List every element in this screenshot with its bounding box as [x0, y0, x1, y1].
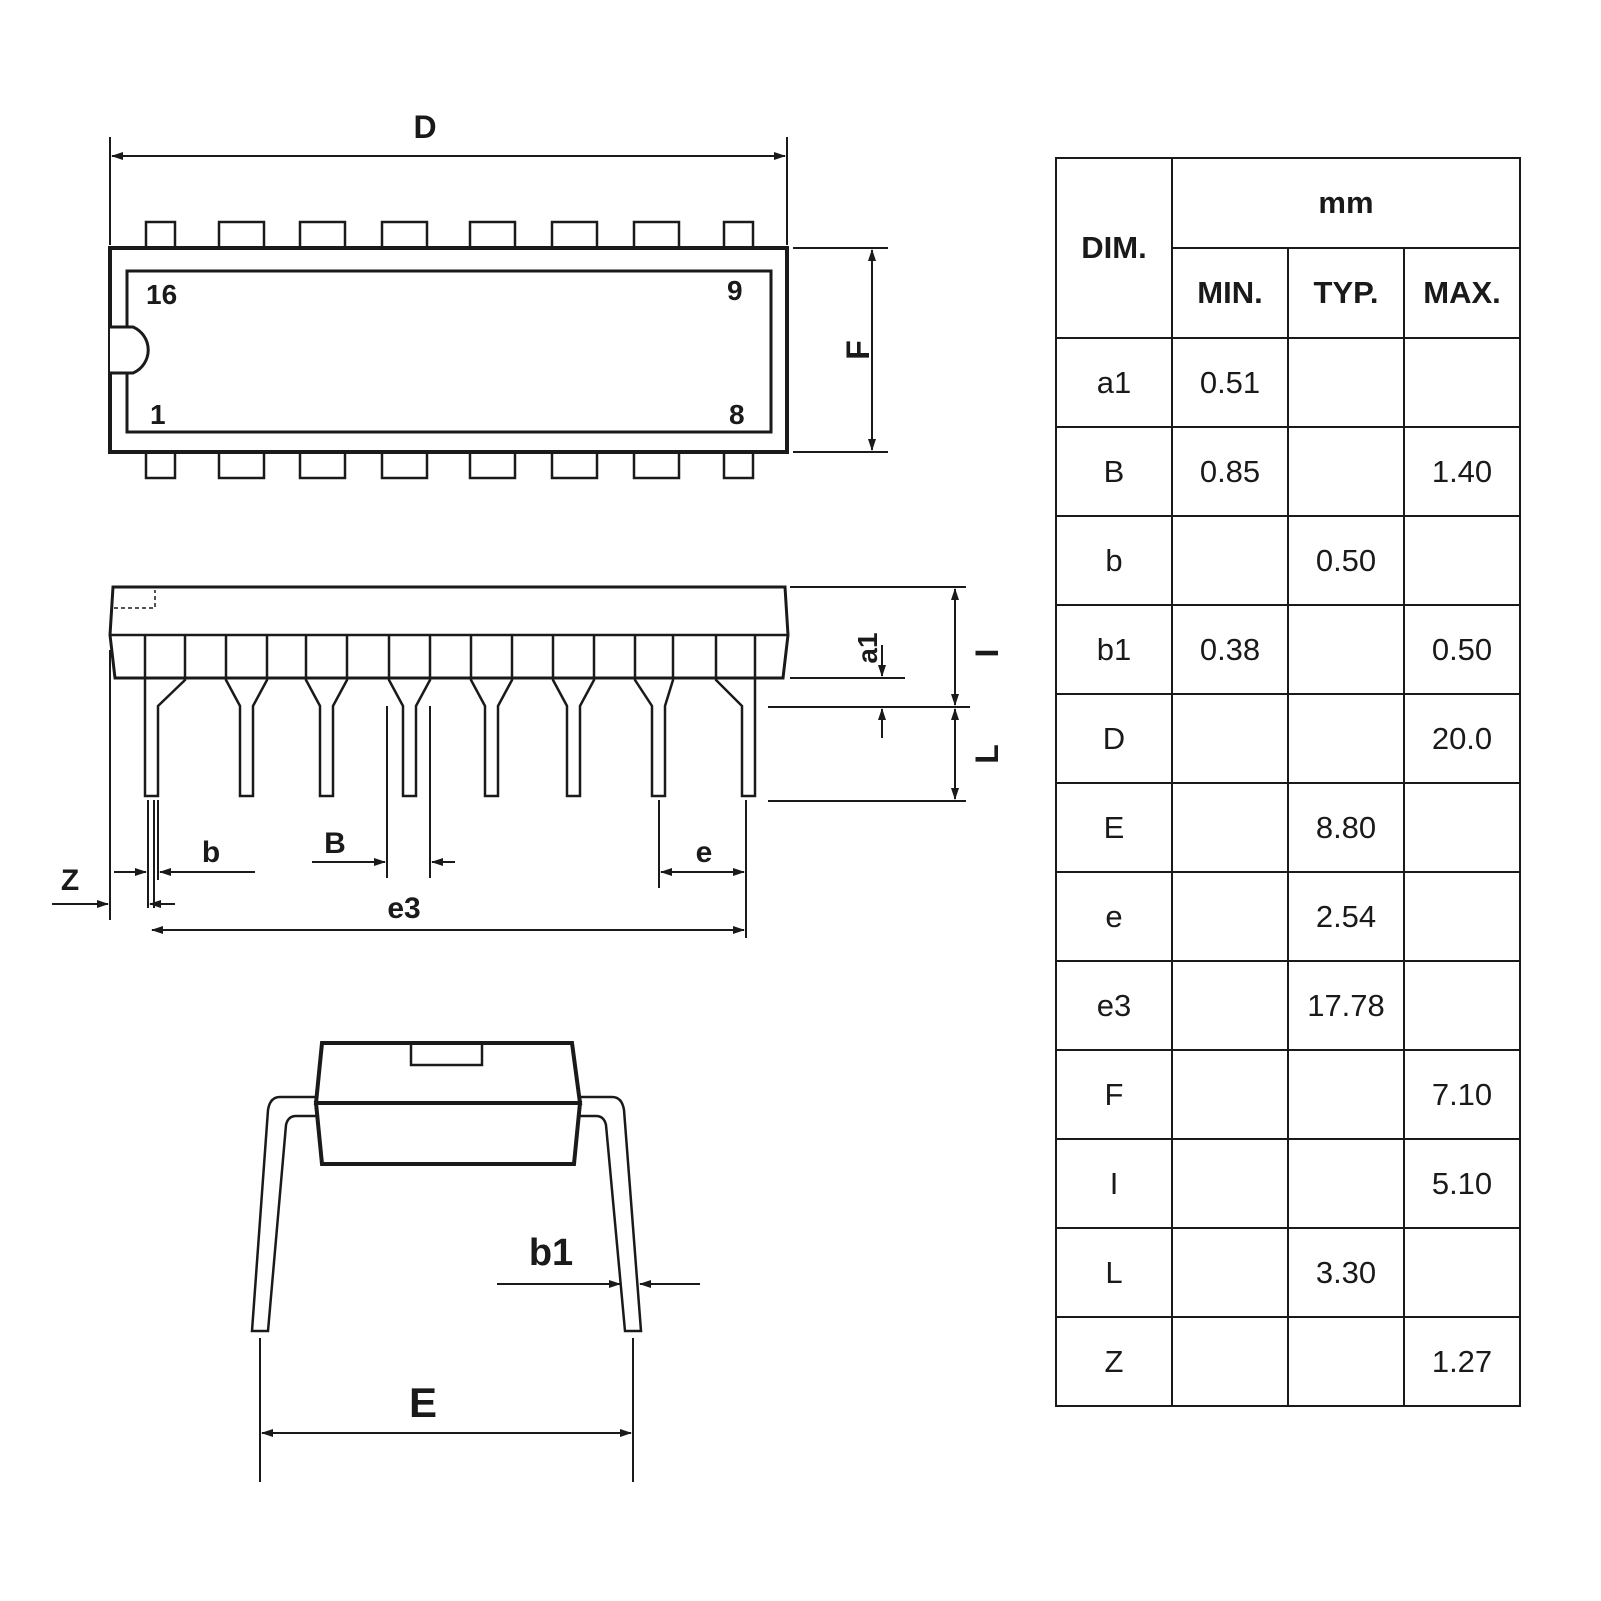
table-row: F 7.10 [1055, 1049, 1521, 1140]
dimension-table: DIM. mm MIN. TYP. MAX. a1 0.51 B 0.85 1.… [1055, 157, 1521, 1407]
label-E: E [409, 1379, 437, 1426]
table-row: b 0.50 [1055, 515, 1521, 606]
cell-min [1171, 782, 1289, 873]
label-pin-9: 9 [727, 275, 743, 306]
label-l: L [969, 744, 1005, 764]
label-f: F [840, 340, 876, 360]
header-dim: DIM. [1055, 157, 1173, 339]
header-unit: mm [1171, 157, 1521, 249]
top-pins-lower [144, 450, 755, 480]
label-z: Z [61, 864, 79, 897]
cell-typ [1287, 337, 1405, 428]
cell-dim: L [1055, 1227, 1173, 1318]
label-d: D [413, 109, 436, 145]
cell-dim: Z [1055, 1316, 1173, 1407]
cell-dim: I [1055, 1138, 1173, 1229]
cell-min [1171, 1138, 1289, 1229]
label-pin-1: 1 [150, 399, 166, 430]
top-view [108, 137, 888, 480]
table-row: b1 0.38 0.50 [1055, 604, 1521, 695]
cell-typ [1287, 1138, 1405, 1229]
cell-dim: e3 [1055, 960, 1173, 1051]
cell-dim: b [1055, 515, 1173, 606]
end-view [250, 1041, 700, 1482]
table-row: B 0.85 1.40 [1055, 426, 1521, 517]
cell-typ: 2.54 [1287, 871, 1405, 962]
cell-max [1403, 1227, 1521, 1318]
dimension-labels: D 16 9 1 8 F a1 I L Z b B e e3 b1 E [61, 109, 1005, 1426]
table-row: E 8.80 [1055, 782, 1521, 873]
cell-max: 7.10 [1403, 1049, 1521, 1140]
table-row: D 20.0 [1055, 693, 1521, 784]
label-b: b [202, 836, 220, 869]
cell-min: 0.38 [1171, 604, 1289, 695]
label-a1: a1 [852, 632, 883, 663]
table-row: Z 1.27 [1055, 1316, 1521, 1407]
cell-min [1171, 693, 1289, 784]
cell-max [1403, 960, 1521, 1051]
table-row: L 3.30 [1055, 1227, 1521, 1318]
cell-max: 1.40 [1403, 426, 1521, 517]
cell-dim: F [1055, 1049, 1173, 1140]
header-typ: TYP. [1287, 247, 1405, 339]
orientation-notch [110, 325, 150, 375]
table-row: I 5.10 [1055, 1138, 1521, 1229]
cell-min [1171, 871, 1289, 962]
side-leads [143, 635, 757, 798]
label-b1: b1 [529, 1232, 573, 1274]
table-row: e 2.54 [1055, 871, 1521, 962]
cell-dim: e [1055, 871, 1173, 962]
cell-max: 1.27 [1403, 1316, 1521, 1407]
label-pin-16: 16 [146, 279, 177, 310]
table-row: e3 17.78 [1055, 960, 1521, 1051]
label-e3: e3 [387, 892, 420, 925]
table-row: a1 0.51 [1055, 337, 1521, 428]
cell-max [1403, 337, 1521, 428]
cell-typ: 8.80 [1287, 782, 1405, 873]
cell-min: 0.85 [1171, 426, 1289, 517]
cell-min: 0.51 [1171, 337, 1289, 428]
cell-dim: E [1055, 782, 1173, 873]
label-B: B [324, 827, 346, 860]
cell-max [1403, 782, 1521, 873]
package-body-outer [108, 246, 789, 454]
cell-min [1171, 1049, 1289, 1140]
header-min: MIN. [1171, 247, 1289, 339]
cell-typ [1287, 1316, 1405, 1407]
cell-dim: B [1055, 426, 1173, 517]
cell-typ: 17.78 [1287, 960, 1405, 1051]
cell-typ [1287, 604, 1405, 695]
cell-typ [1287, 1049, 1405, 1140]
cell-dim: b1 [1055, 604, 1173, 695]
cell-max: 20.0 [1403, 693, 1521, 784]
cell-min [1171, 1316, 1289, 1407]
cell-max: 0.50 [1403, 604, 1521, 695]
cell-min [1171, 515, 1289, 606]
label-i: I [969, 649, 1005, 658]
cell-typ: 0.50 [1287, 515, 1405, 606]
cell-min [1171, 1227, 1289, 1318]
cell-min [1171, 960, 1289, 1051]
label-e: e [696, 836, 713, 869]
side-view [52, 585, 970, 938]
cell-typ [1287, 426, 1405, 517]
cell-max [1403, 871, 1521, 962]
cell-dim: a1 [1055, 337, 1173, 428]
cell-typ: 3.30 [1287, 1227, 1405, 1318]
label-pin-8: 8 [729, 399, 745, 430]
cell-typ [1287, 693, 1405, 784]
cell-max [1403, 515, 1521, 606]
cell-dim: D [1055, 693, 1173, 784]
cell-max: 5.10 [1403, 1138, 1521, 1229]
top-pins-upper [144, 220, 755, 250]
side-body [108, 585, 790, 680]
header-max: MAX. [1403, 247, 1521, 339]
